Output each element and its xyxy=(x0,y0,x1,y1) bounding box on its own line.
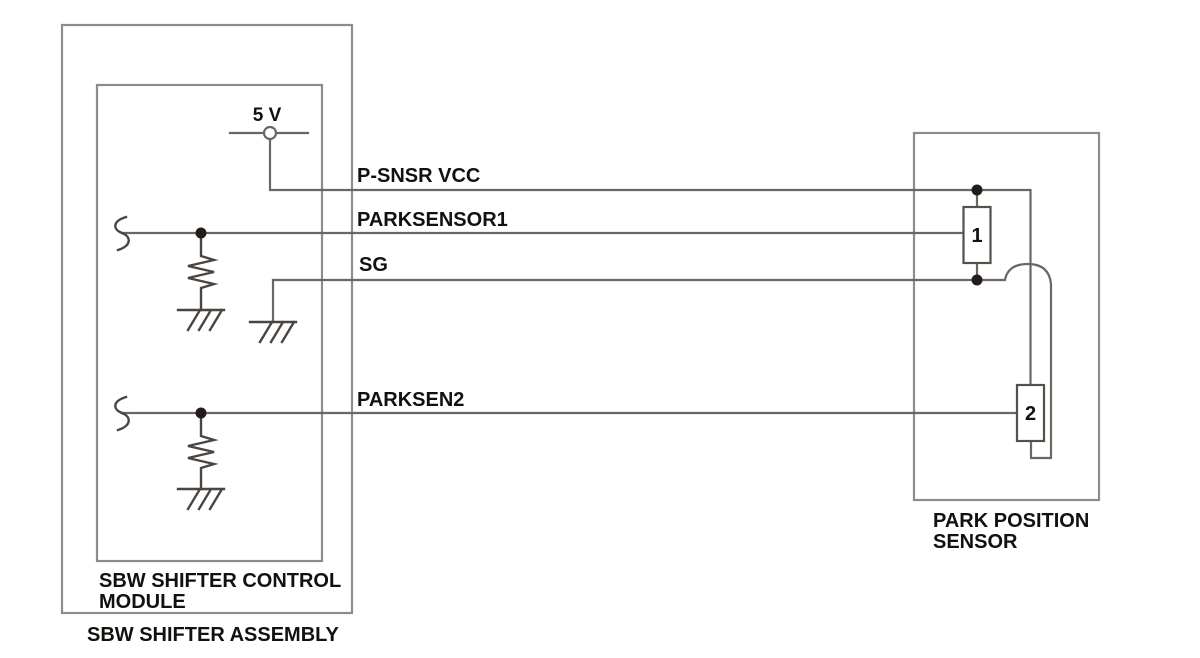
supply-voltage-label: 5 V xyxy=(253,105,282,126)
signal-label-p-snsr-vcc: P-SNSR VCC xyxy=(357,165,480,187)
wires xyxy=(120,125,1053,460)
wire-break-icon xyxy=(114,215,130,252)
signal-label-parksensor1: PARKSENSOR1 xyxy=(357,209,508,231)
enclosure-boxes xyxy=(60,23,1101,615)
sbw-shifter-assembly-box xyxy=(60,23,354,615)
park-position-sensor-box xyxy=(912,131,1101,502)
supply-terminal-icon xyxy=(262,125,278,141)
sg-wire xyxy=(271,262,1053,460)
junction-dot-icon xyxy=(971,274,983,286)
junction-dot-icon xyxy=(971,184,983,196)
module-label-line1: SBW SHIFTER CONTROL xyxy=(99,570,341,592)
resistor-icon xyxy=(187,231,219,312)
junction-dot-icon xyxy=(195,227,207,239)
junction-dots xyxy=(195,184,983,419)
wire-break-icon xyxy=(114,395,130,432)
sensor-label-line1: PARK POSITION xyxy=(933,510,1089,532)
sensor-element-2-label: 2 xyxy=(1025,403,1036,425)
symbols xyxy=(114,215,298,511)
resistor-icon xyxy=(187,411,219,491)
signal-label-sg: SG xyxy=(359,254,388,276)
sensor-label-line2: SENSOR xyxy=(933,531,1018,553)
sensor-element-1-label: 1 xyxy=(971,225,982,247)
ground-icon xyxy=(176,487,226,511)
junction-dot-icon xyxy=(195,407,207,419)
sbw-shifter-control-module-box xyxy=(95,83,324,563)
module-label-line2: MODULE xyxy=(99,591,186,613)
sensor-element-2-box xyxy=(1015,383,1046,443)
p-snsr-vcc-wire xyxy=(268,138,1032,387)
assembly-label: SBW SHIFTER ASSEMBLY xyxy=(87,624,340,646)
sensor-element-1-box xyxy=(962,205,992,265)
sensor-components xyxy=(962,205,1046,443)
ground-icon xyxy=(248,320,298,344)
ground-icon xyxy=(176,308,226,332)
labels: 5 V P-SNSR VCC PARKSENSOR1 SG PARKSEN2 1… xyxy=(87,105,1089,646)
signal-label-parksen2: PARKSEN2 xyxy=(357,389,464,411)
